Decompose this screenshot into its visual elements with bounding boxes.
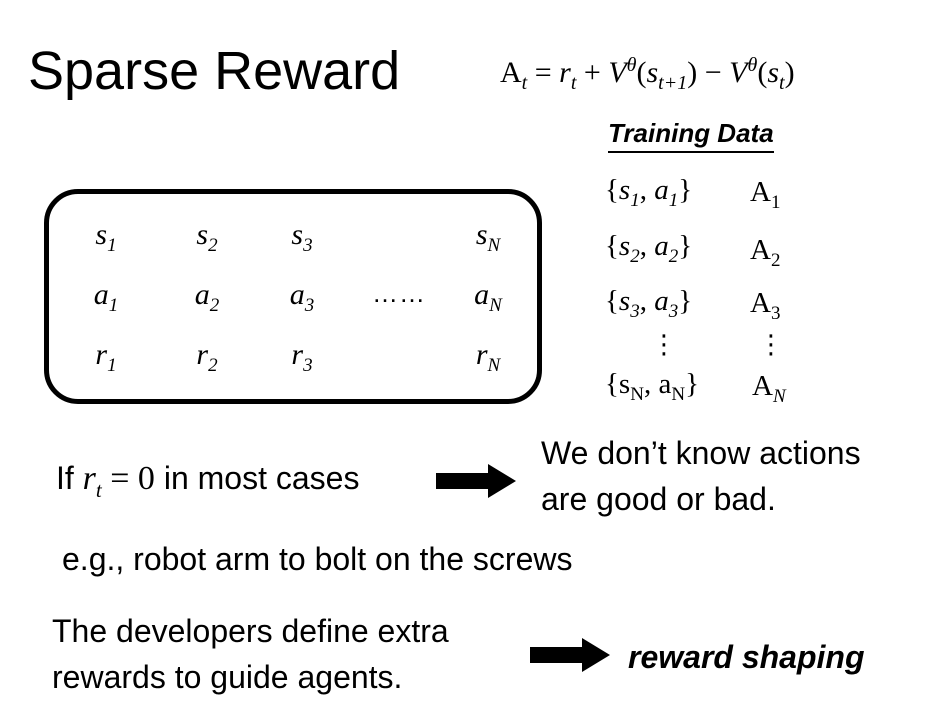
right-arrow-icon <box>530 638 610 672</box>
training-pair-3: {s3, a3} <box>605 285 693 322</box>
formula-lhs-sub: t <box>521 72 528 94</box>
trajectory-s-2: s2 <box>196 218 218 256</box>
formula-v2-close: ) <box>784 56 795 89</box>
formula-eq: = <box>534 56 552 89</box>
advantage-formula: At = rt + Vθ(st+1) − Vθ(st) <box>500 54 795 95</box>
formula-v2: V <box>729 56 748 89</box>
trajectory-a-n: aN <box>474 278 502 316</box>
training-vdots-right: ⋮ <box>758 329 784 359</box>
formula-r-sub: t <box>570 72 577 94</box>
trajectory-a-2: a2 <box>194 278 220 316</box>
training-pair-1: {s1, a1} <box>605 174 693 211</box>
training-advantage-n: AN <box>752 370 786 407</box>
formula-lhs: A <box>500 56 522 89</box>
training-pair-2: {s2, a2} <box>605 230 693 267</box>
trajectory-box <box>44 189 542 404</box>
formula-plus: + <box>583 56 601 89</box>
trajectory-s-1: s1 <box>95 218 117 256</box>
developers-line-2: rewards to guide agents. <box>52 659 403 695</box>
trajectory-s-n: sN <box>475 218 501 256</box>
training-pair-n: {sN, aN} <box>605 368 699 405</box>
formula-v1-arg: s <box>646 56 659 89</box>
consequence-line-2: are good or bad. <box>541 481 776 517</box>
reward-shaping-label: reward shaping <box>628 639 865 675</box>
trajectory-r-n: rN <box>475 338 501 376</box>
formula-v1: V <box>608 56 627 89</box>
trajectory-a-3: a3 <box>289 278 315 316</box>
trajectory-s-3: s3 <box>291 218 313 256</box>
formula-v1-arg-sub: t+1 <box>658 72 688 94</box>
training-advantage-2: A2 <box>750 234 781 271</box>
formula-v1-open: ( <box>636 56 647 89</box>
trajectory-r-3: r3 <box>291 338 313 376</box>
sparse-condition: If rt = 0 in most cases <box>56 460 360 502</box>
trajectory-ellipsis: …… <box>372 278 426 308</box>
consequence-line-1: We don’t know actions <box>541 435 861 471</box>
formula-v2-sup: θ <box>747 54 758 76</box>
trajectory-r-2: r2 <box>196 338 218 376</box>
formula-minus: − <box>704 56 722 89</box>
trajectory-a-1: a1 <box>93 278 119 316</box>
example-text: e.g., robot arm to bolt on the screws <box>62 541 573 577</box>
training-advantage-1: A1 <box>750 176 781 213</box>
formula-v2-arg: s <box>767 56 779 89</box>
training-data-heading: Training Data <box>608 118 774 153</box>
developers-line-1: The developers define extra <box>52 613 449 649</box>
training-vdots-left: ⋮ <box>651 329 677 359</box>
formula-v2-arg-sub: t <box>779 72 785 94</box>
formula-v1-sup: θ <box>626 54 637 76</box>
formula-r: r <box>559 56 571 89</box>
training-advantage-3: A3 <box>750 287 781 324</box>
slide-title: Sparse Reward <box>28 41 401 101</box>
right-arrow-icon <box>436 464 516 498</box>
trajectory-r-1: r1 <box>95 338 117 376</box>
formula-v1-close: ) <box>687 56 698 89</box>
formula-v2-open: ( <box>757 56 768 89</box>
